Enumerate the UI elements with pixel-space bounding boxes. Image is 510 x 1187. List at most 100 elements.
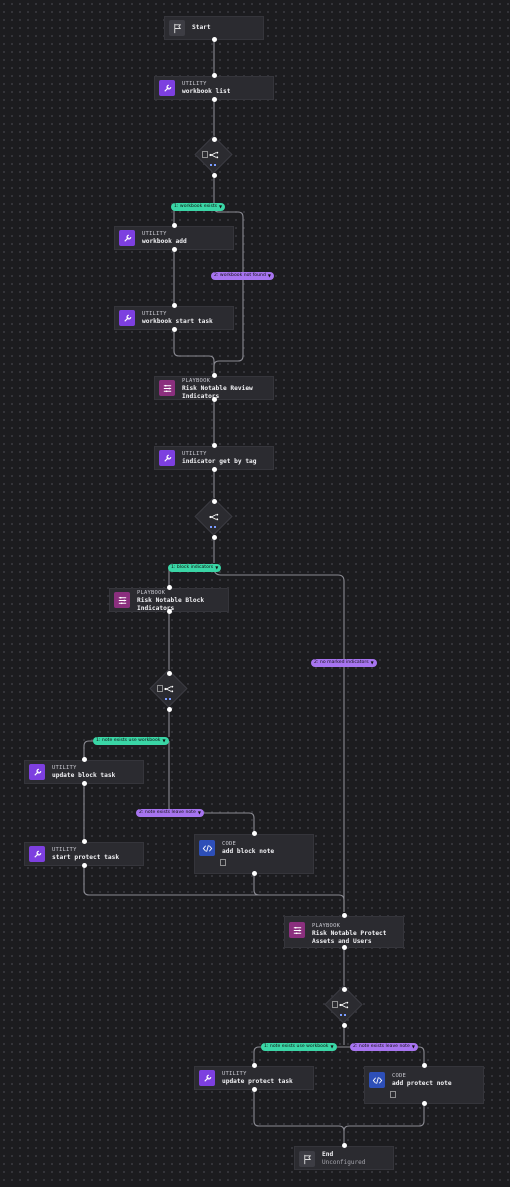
wrench-icon: [159, 80, 175, 96]
output-port[interactable]: [81, 863, 87, 868]
chevron-down-icon: ▼: [330, 1044, 334, 1049]
node-type: PLAYBOOK: [182, 378, 211, 384]
input-port[interactable]: [171, 223, 177, 228]
input-port[interactable]: [211, 137, 217, 142]
output-port[interactable]: [341, 1023, 347, 1028]
branch-label-note-exists-leave-note-2[interactable]: 2: note exists leave note▼: [350, 1043, 418, 1051]
add-block-note-node[interactable]: CODE add block note: [194, 834, 314, 874]
output-port[interactable]: [211, 37, 217, 42]
branch-label-no-marked-indicators[interactable]: 2: no marked indicators▼: [311, 659, 377, 667]
output-port[interactable]: [421, 1101, 427, 1106]
wrench-icon: [119, 310, 135, 326]
code-icon: [199, 840, 215, 856]
node-name: update protect task: [222, 1078, 293, 1085]
input-port[interactable]: [166, 671, 172, 676]
input-port[interactable]: [211, 73, 217, 78]
node-name: Risk Notable Block Indicators: [137, 597, 205, 611]
chevron-down-icon: ▼: [411, 1044, 415, 1049]
branch-label-block-indicators[interactable]: 1: block indicators▼: [168, 564, 222, 572]
output-port[interactable]: [211, 397, 217, 402]
wrench-icon: [199, 1070, 215, 1086]
node-name: Risk Notable Protect Assets and Users: [312, 930, 387, 945]
branch-text: 2: workbook not found: [214, 273, 266, 278]
input-port[interactable]: [81, 757, 87, 762]
branch-label-note-exists-use-workbook[interactable]: 1: note exists use workbook▼: [93, 737, 169, 745]
branch-label-workbook-not-found[interactable]: 2: workbook not found▼: [211, 272, 274, 280]
branch-label-note-exists-leave-note[interactable]: 2: note exists leave note▼: [136, 809, 204, 817]
input-port[interactable]: [211, 443, 217, 448]
output-port[interactable]: [171, 247, 177, 252]
flag-icon: [299, 1151, 315, 1167]
flag-icon: [169, 20, 185, 36]
output-port[interactable]: [211, 467, 217, 472]
branch-text: 2: note exists leave note: [353, 1044, 410, 1049]
protect-assets-node[interactable]: PLAYBOOK Risk Notable Protect Assets and…: [284, 916, 404, 948]
indicator-get-by-tag-node[interactable]: UTILITY indicator get by tag: [154, 446, 274, 470]
add-protect-note-node[interactable]: CODE add protect note: [364, 1066, 484, 1104]
output-port[interactable]: [166, 609, 172, 614]
decision-icon: [154, 674, 184, 704]
chevron-down-icon: ▼: [215, 565, 219, 570]
node-type: UTILITY: [182, 451, 207, 457]
node-type: UTILITY: [142, 231, 167, 237]
branch-label-note-exists-use-workbook-2[interactable]: 1: note exists use workbook▼: [261, 1043, 337, 1051]
output-port[interactable]: [211, 535, 217, 540]
chevron-down-icon: ▼: [370, 660, 374, 665]
node-type: UTILITY: [52, 765, 77, 771]
branch-text: 1: workbook exists: [174, 204, 218, 209]
input-port[interactable]: [211, 499, 217, 504]
node-type: CODE: [392, 1073, 407, 1079]
input-port[interactable]: [251, 1063, 257, 1068]
note-icon: [390, 1091, 396, 1098]
node-type: PLAYBOOK: [312, 923, 341, 929]
output-port[interactable]: [251, 1087, 257, 1092]
output-port[interactable]: [211, 97, 217, 102]
workbook-list-node[interactable]: UTILITY workbook list: [154, 76, 274, 100]
input-port[interactable]: [81, 839, 87, 844]
status-dot: [340, 1014, 342, 1016]
node-type: UTILITY: [52, 847, 77, 853]
output-port[interactable]: [171, 327, 177, 332]
input-port[interactable]: [341, 987, 347, 992]
status-dot: [165, 698, 167, 700]
output-port[interactable]: [341, 945, 347, 950]
playbook-icon: [114, 592, 130, 608]
input-port[interactable]: [341, 1143, 347, 1148]
note-icon: [157, 685, 163, 692]
input-port[interactable]: [211, 373, 217, 378]
status-dot: [210, 526, 212, 528]
input-port[interactable]: [251, 831, 257, 836]
input-port[interactable]: [166, 585, 172, 590]
input-port[interactable]: [341, 913, 347, 918]
end-node[interactable]: End Unconfigured: [294, 1146, 394, 1170]
node-name: workbook start task: [142, 318, 213, 325]
start-node[interactable]: Start: [164, 16, 264, 40]
output-port[interactable]: [81, 781, 87, 786]
status-dot: [344, 1014, 346, 1016]
input-port[interactable]: [171, 303, 177, 308]
output-port[interactable]: [251, 871, 257, 876]
node-name: update block task: [52, 772, 116, 779]
node-name: start protect task: [52, 854, 120, 861]
wrench-icon: [29, 764, 45, 780]
branch-label-workbook-exists[interactable]: 1: workbook exists▼: [171, 203, 226, 211]
branch-text: 1: block indicators: [171, 565, 214, 570]
chevron-down-icon: ▼: [267, 273, 271, 278]
chevron-down-icon: ▼: [219, 204, 223, 209]
output-port[interactable]: [166, 707, 172, 712]
branch-text: 2: no marked indicators: [314, 660, 369, 665]
update-block-task-node[interactable]: UTILITY update block task: [24, 760, 144, 784]
end-status: Unconfigured: [322, 1159, 366, 1166]
update-protect-task-node[interactable]: UTILITY update protect task: [194, 1066, 314, 1090]
input-port[interactable]: [421, 1063, 427, 1068]
end-label: End: [322, 1151, 334, 1158]
decision-icon: [199, 140, 229, 170]
branch-text: 1: note exists use workbook: [96, 738, 161, 743]
node-type: CODE: [222, 841, 237, 847]
output-port[interactable]: [211, 173, 217, 178]
node-name: indicator get by tag: [182, 458, 257, 465]
workbook-add-node[interactable]: UTILITY workbook add: [114, 226, 234, 250]
node-name: add block note: [222, 848, 275, 855]
